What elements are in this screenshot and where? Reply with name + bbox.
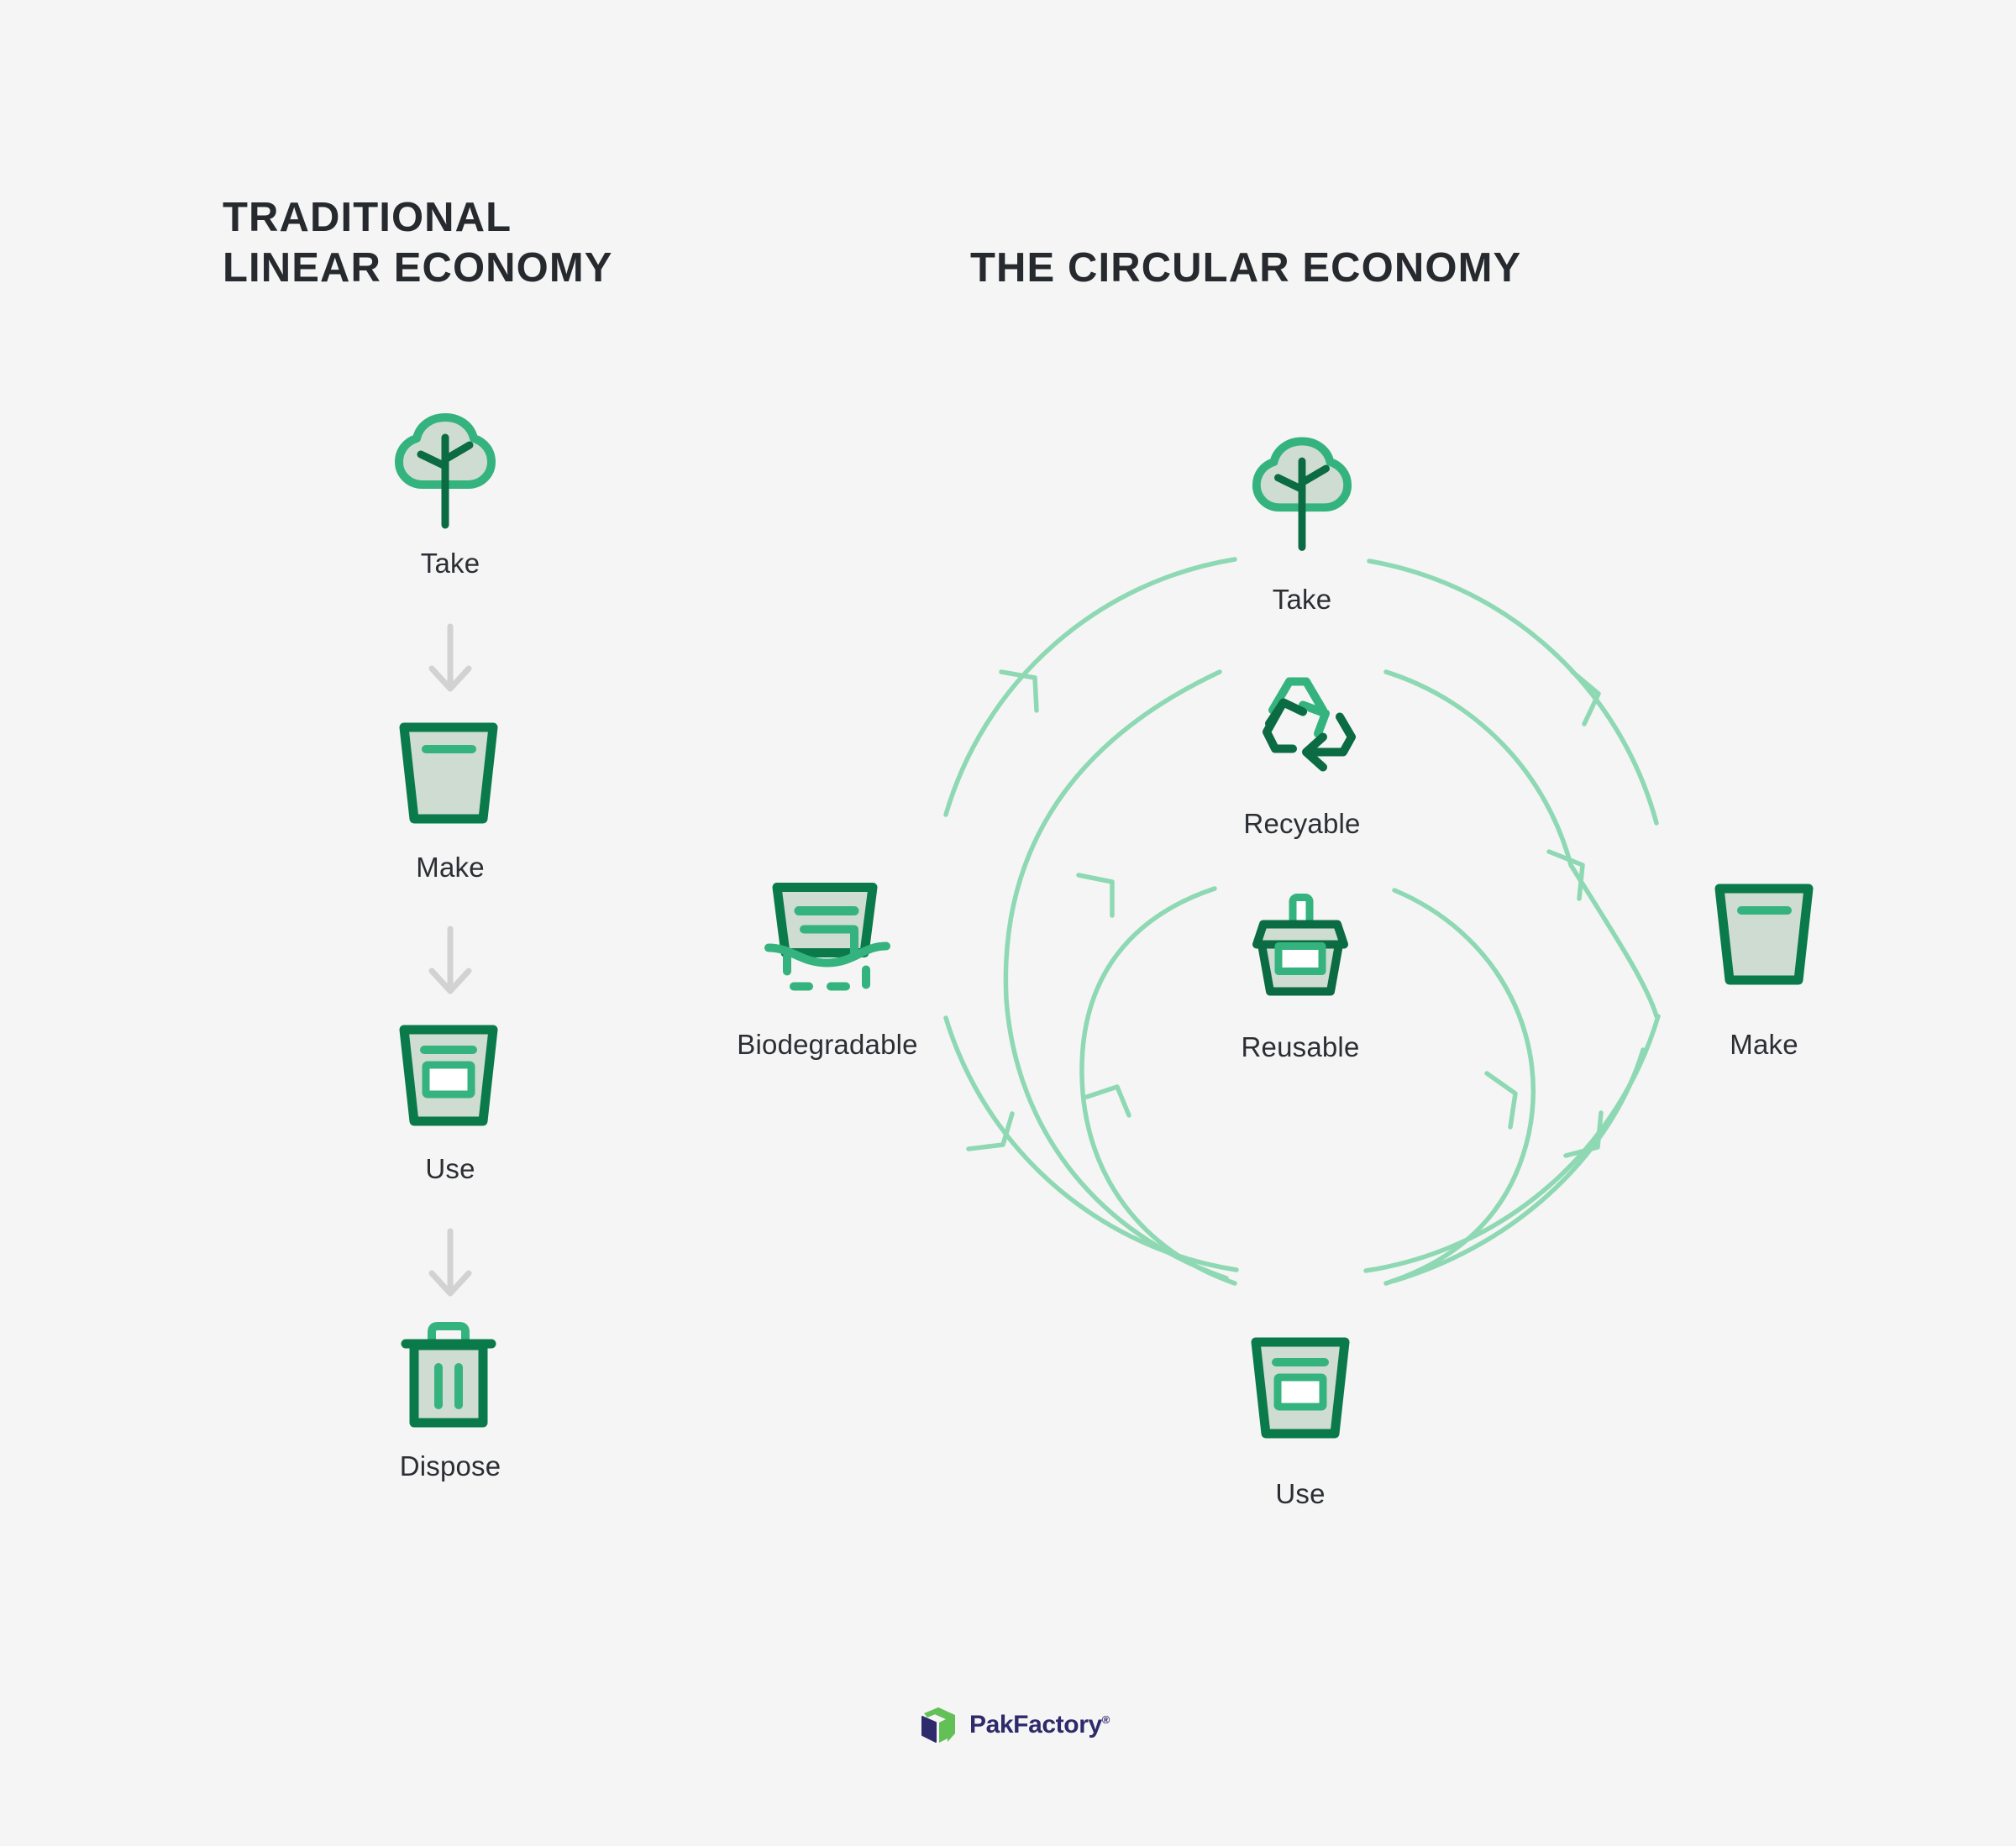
trademark-symbol: ® [1101,1713,1110,1726]
box-plain-icon [1714,884,1814,985]
middle-arc-use-to-recyable [1003,669,1229,1281]
circular-node-make-icon [1709,882,1819,991]
chevron-arrow-icon [1563,1110,1604,1158]
circular-node-recyable-icon [1239,665,1365,784]
linear-step-use-icon [394,1023,503,1132]
chevron-arrow-icon [1570,669,1601,726]
chevron-arrow-icon [966,1111,1015,1151]
arrow-down-icon [428,926,472,994]
tree-icon [395,413,496,529]
linear-step-take-label: Take [420,548,480,579]
circular-node-take-label: Take [1272,584,1332,615]
linear-economy-title: TRADITIONAL LINEAR ECONOMY [223,195,613,291]
pakfactory-wordmark: PakFactory® [969,1711,1110,1739]
linear-step-take-icon [391,407,500,538]
chevron-arrow-icon [1076,873,1115,918]
chevron-arrow-icon [1484,1071,1518,1130]
middle-arc-recyable-to-make [1383,669,1659,1019]
outer-arc-take-to-make [1367,559,1659,826]
linear-step-use-label: Use [425,1153,475,1184]
inner-arc-use-to-reusable [1079,886,1237,1286]
pakfactory-logo: PakFactory® [919,1705,1110,1745]
outer-arc-make-to-use [1363,1014,1661,1273]
circular-node-use-label: Use [1275,1478,1326,1509]
tree-icon [1252,437,1352,551]
chevron-arrow-icon [999,669,1039,713]
circular-node-recyable-label: Recyable [1243,808,1361,839]
circular-node-use-icon [1246,1335,1355,1445]
arrow-down-icon [428,1228,472,1297]
box-decomposing-icon [764,883,890,991]
outer-arc-biodegradable-to-take [943,557,1237,817]
chevron-arrow-icon [1084,1084,1131,1118]
linear-connector-arrow-2 [425,924,475,1004]
inner-arc-reusable-to-use [1383,888,1536,1286]
circular-economy-loops: .arc { fill:none; stroke:#8ed9b4; stroke… [943,557,1661,1286]
pakfactory-cube-logo [921,1707,955,1743]
box-window-icon [399,1025,498,1126]
box-plain-icon [399,722,498,824]
recycle-icon [1263,677,1356,772]
brand-name: PakFactory [969,1711,1102,1738]
linear-step-dispose-label: Dispose [399,1450,501,1482]
arrow-down-icon [428,623,472,692]
circular-node-biodegradable-label: Biodegradable [737,1029,918,1060]
middle-arc-make-to-use [1392,1047,1646,1283]
trash-icon [401,1322,496,1428]
circular-node-make-label: Make [1730,1029,1798,1060]
crate-icon [1252,894,1348,996]
linear-connector-arrow-1 [425,621,475,701]
circular-node-biodegradable-icon [764,876,891,998]
linear-connector-arrow-3 [425,1226,475,1306]
linear-step-make-icon [394,721,503,830]
linear-step-dispose-icon [394,1319,503,1440]
circular-node-reusable-icon [1245,893,1356,1003]
circular-node-take-icon [1248,432,1356,560]
circular-economy-title: THE CIRCULAR ECONOMY [970,245,1522,291]
box-window-icon [1251,1337,1350,1439]
linear-step-make-label: Make [416,852,485,883]
chevron-arrow-icon [1546,849,1585,901]
circular-node-reusable-label: Reusable [1241,1031,1360,1062]
